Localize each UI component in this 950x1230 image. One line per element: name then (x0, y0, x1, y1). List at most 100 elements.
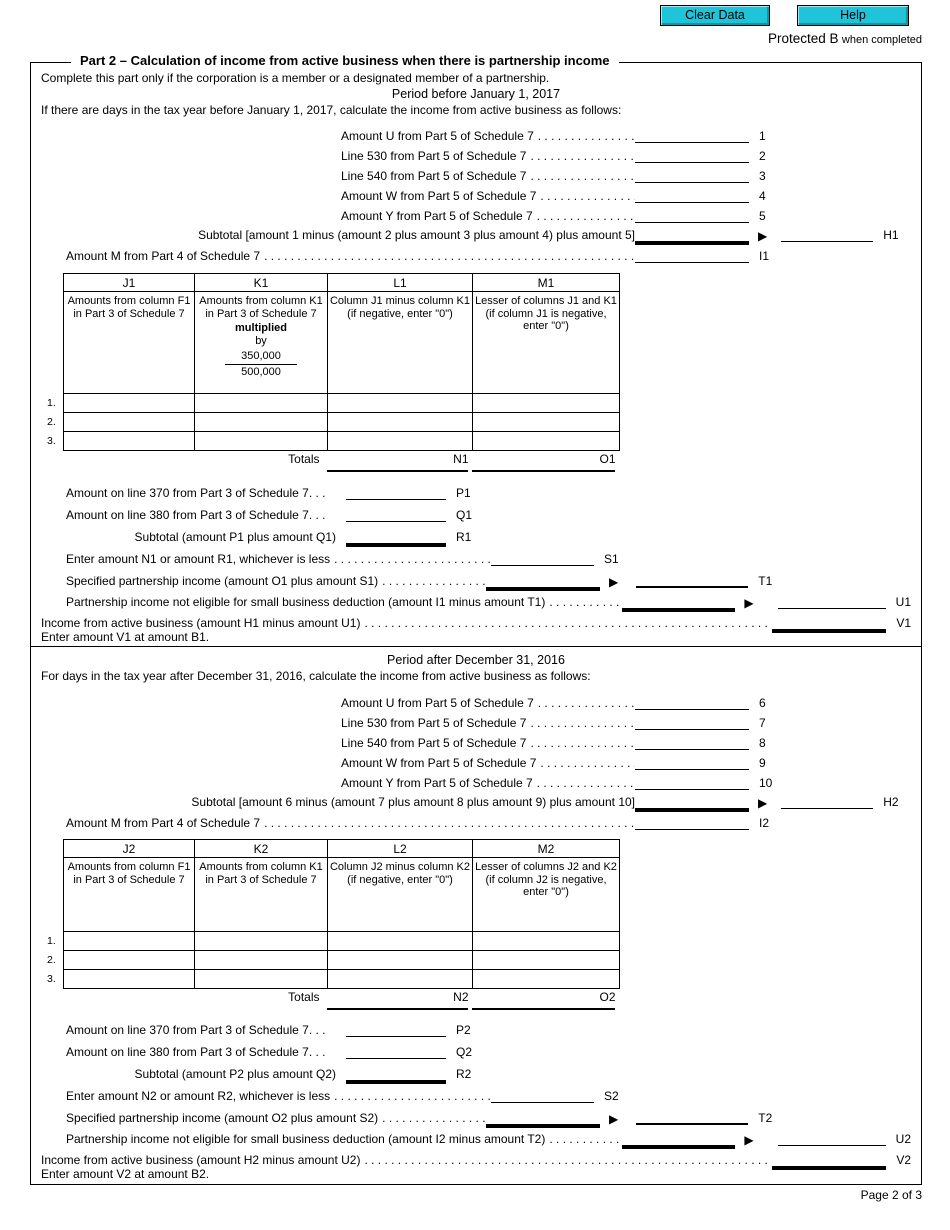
subtotal-pq-label: Subtotal (amount P1 plus amount Q1) (134, 529, 336, 544)
subtotal-field[interactable] (635, 229, 749, 242)
field-4[interactable] (635, 190, 749, 203)
table-cell[interactable] (194, 393, 328, 413)
field-i1[interactable] (635, 250, 749, 263)
code-p1: P1 (456, 485, 471, 500)
amount-row-label: Line 540 from Part 5 of Schedule 7 (341, 169, 527, 183)
field-v2[interactable] (772, 1154, 887, 1167)
total-field-o2[interactable]: O2 (471, 989, 620, 1009)
table-cell[interactable] (63, 393, 195, 413)
total-field-n1[interactable]: N1 (326, 451, 473, 471)
line-number: 2 (759, 149, 766, 163)
field-h2[interactable] (781, 796, 874, 809)
table-cell[interactable] (327, 950, 473, 970)
not-eligible-subfield[interactable] (622, 596, 736, 609)
field-2[interactable] (635, 150, 749, 163)
line-380-label: Amount on line 380 from Part 3 of Schedu… (66, 507, 326, 522)
subtotal-field[interactable] (635, 796, 749, 809)
not-eligible-subfield[interactable] (622, 1133, 736, 1146)
field-r2[interactable] (346, 1068, 446, 1081)
table-cell[interactable] (472, 969, 620, 989)
col-desc-j2: Amounts from column F1 in Part 3 of Sche… (63, 857, 195, 932)
col-header-m2: M2 (472, 839, 620, 858)
amount-row-label: Amount W from Part 5 of Schedule 7 (341, 756, 537, 770)
field-i2[interactable] (635, 817, 749, 830)
field-t1[interactable] (636, 575, 749, 588)
amount-row-label: Line 530 from Part 5 of Schedule 7 (341, 149, 527, 163)
dot-leader: . . . . . . . . . . . . . . . . . . . . … (364, 1152, 772, 1167)
field-s1[interactable] (491, 553, 594, 566)
table-row-number: 1. (47, 397, 56, 409)
protected-b-main: Protected B (768, 31, 839, 46)
table-cell[interactable] (472, 431, 620, 451)
field-q2[interactable] (346, 1046, 446, 1059)
amount-row-7: Line 530 from Part 5 of Schedule 7. . . … (41, 710, 911, 730)
field-s2[interactable] (491, 1090, 594, 1103)
help-button[interactable]: Help (797, 5, 909, 26)
code-p2: P2 (456, 1022, 471, 1037)
field-9[interactable] (635, 757, 749, 770)
table-cell[interactable] (63, 431, 195, 451)
field-p2[interactable] (346, 1024, 446, 1037)
col-header-k2: K2 (194, 839, 328, 858)
table-cell[interactable] (63, 950, 195, 970)
table-cell[interactable] (194, 969, 328, 989)
table-cell[interactable] (472, 393, 620, 413)
amount-row-8: Line 540 from Part 5 of Schedule 7. . . … (41, 730, 911, 750)
field-7[interactable] (635, 717, 749, 730)
field-u2[interactable] (777, 1133, 886, 1146)
amount-row-label: Amount U from Part 5 of Schedule 7 (341, 129, 534, 143)
field-1[interactable] (635, 130, 749, 143)
table-cell[interactable] (472, 950, 620, 970)
field-r1[interactable] (346, 531, 446, 544)
line-370-label: Amount on line 370 from Part 3 of Schedu… (66, 485, 326, 500)
dot-leader: . . . . . . . . . . . . . . . . . . . . (537, 129, 635, 143)
line-370-label: Amount on line 370 from Part 3 of Schedu… (66, 1022, 326, 1037)
table-cell[interactable] (63, 969, 195, 989)
table-cell[interactable] (63, 931, 195, 951)
spi-label: Specified partnership income (amount O1 … (66, 573, 379, 588)
table-cell[interactable] (194, 950, 328, 970)
table-cell[interactable] (327, 431, 473, 451)
table-cell[interactable] (194, 431, 328, 451)
line-number: 6 (759, 696, 766, 710)
arrow-right-icon: ▶ (758, 796, 768, 810)
field-3[interactable] (635, 170, 749, 183)
code-t2: T2 (758, 1110, 773, 1125)
col-header-m1: M1 (472, 273, 620, 292)
income-active-row: Income from active business (amount H2 m… (41, 1146, 911, 1167)
dot-leader: . . . . . . . . . . . . . . . . . . . . (540, 756, 635, 770)
field-8[interactable] (635, 737, 749, 750)
spi-label: Specified partnership income (amount O2 … (66, 1110, 379, 1125)
subtotal-pq-row: Subtotal (amount P1 plus amount Q1) R1 (41, 522, 911, 544)
field-u1[interactable] (777, 596, 886, 609)
field-v1[interactable] (772, 617, 887, 630)
table-cell[interactable] (472, 931, 620, 951)
dot-leader: . . . . . . . . . . . . . . . . . . . . (537, 696, 635, 710)
enter-note: Enter amount V2 at amount B2. (41, 1166, 210, 1181)
code-i1: I1 (759, 249, 770, 263)
dot-leader: . . . . . . . . . . . . . . . . . . . . (540, 189, 635, 203)
field-t2[interactable] (636, 1112, 749, 1125)
clear-data-button[interactable]: Clear Data (660, 5, 770, 26)
table-cell[interactable] (194, 412, 328, 432)
table-cell[interactable] (327, 412, 473, 432)
field-p1[interactable] (346, 487, 446, 500)
total-field-n2[interactable]: N2 (326, 989, 473, 1009)
code-r2: R2 (456, 1066, 472, 1081)
field-6[interactable] (635, 697, 749, 710)
amount-m-row: Amount M from Part 4 of Schedule 7. . . … (41, 242, 911, 263)
table-cell[interactable] (194, 931, 328, 951)
table-cell[interactable] (327, 931, 473, 951)
total-field-o1[interactable]: O1 (471, 451, 620, 471)
dot-leader: . . . . . . . . . . . . . . . . . . . . … (364, 615, 772, 630)
table-cell[interactable] (327, 393, 473, 413)
spi-subfield[interactable] (486, 1112, 600, 1125)
field-h1[interactable] (781, 229, 874, 242)
table-cell[interactable] (472, 412, 620, 432)
field-q1[interactable] (346, 509, 446, 522)
spi-subfield[interactable] (486, 575, 600, 588)
field-5[interactable] (635, 210, 749, 223)
table-cell[interactable] (327, 969, 473, 989)
table-cell[interactable] (63, 412, 195, 432)
field-10[interactable] (635, 777, 749, 790)
